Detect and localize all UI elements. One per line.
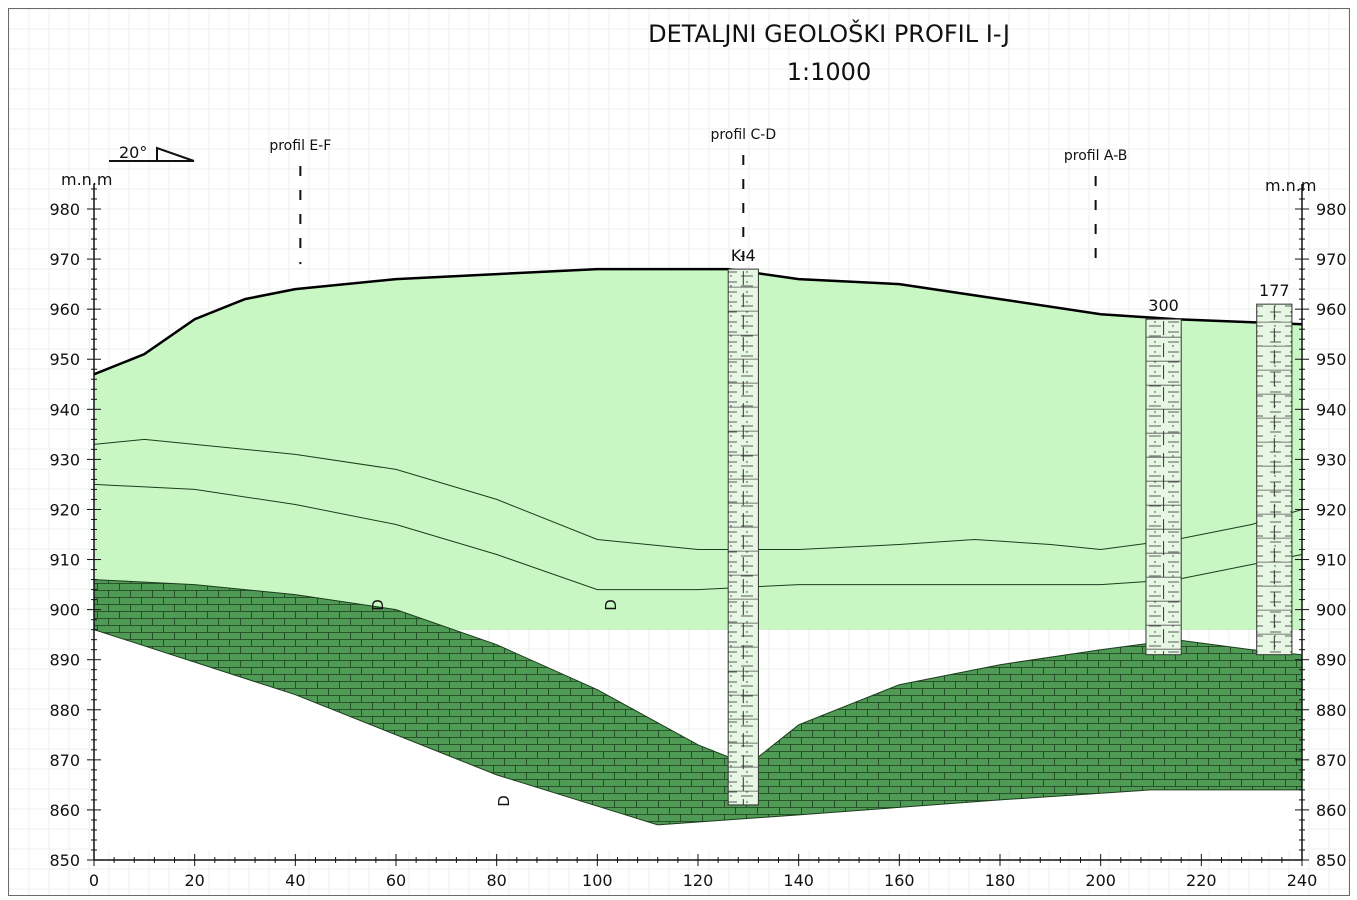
y-tick-label-left: 860 xyxy=(49,801,80,820)
y-tick-label-left: 970 xyxy=(49,250,80,269)
y-tick-label-left: 980 xyxy=(49,200,80,219)
y-tick-label-right: 880 xyxy=(1316,701,1347,720)
y-tick-label-right: 970 xyxy=(1316,250,1347,269)
y-tick-label-right: 860 xyxy=(1316,801,1347,820)
bedrock-bottom-line xyxy=(93,629,1302,826)
profile-marker-label: profil C-D xyxy=(710,127,776,143)
profile-markers: profil E-F profil C-D profil A-B xyxy=(269,127,1128,265)
y-tick-label-left: 940 xyxy=(49,400,80,419)
y-tick-label-right: 930 xyxy=(1316,450,1347,469)
svg-text:D: D xyxy=(602,599,620,611)
rock-symbols: D D D xyxy=(369,599,620,807)
svg-text:D: D xyxy=(369,599,387,611)
y-tick-label-right: 960 xyxy=(1316,300,1347,319)
borehole-label: 177 xyxy=(1259,281,1290,300)
profile-marker-label: profil A-B xyxy=(1064,148,1128,164)
x-tick-label: 140 xyxy=(783,871,814,890)
x-tick-label: 100 xyxy=(582,871,613,890)
y-tick-label-left: 950 xyxy=(49,350,80,369)
x-tick-label: 40 xyxy=(285,871,305,890)
geological-profile: K-4 300 177 0 20 40 60 80 100 120 140 160 180 200 220… xyxy=(8,8,1350,895)
y-tick-label-right: 940 xyxy=(1316,400,1347,419)
symbol-3: D xyxy=(495,795,513,807)
x-tick-label: 180 xyxy=(985,871,1016,890)
y-tick-label-right: 910 xyxy=(1316,551,1347,570)
x-tick-label: 20 xyxy=(184,871,204,890)
boreholes: K-4 300 177 xyxy=(727,246,1293,806)
symbol-2: D xyxy=(602,599,620,611)
x-tick-label: 60 xyxy=(386,871,406,890)
profile-marker: profil E-F xyxy=(269,138,331,265)
borehole-300: 300 xyxy=(1145,296,1182,656)
layer-bedrock-cover-pattern xyxy=(94,579,1302,825)
y-tick-label-right: 870 xyxy=(1316,751,1347,770)
unit-label-left: m.n.m xyxy=(61,170,112,189)
y-tick-label-left: 880 xyxy=(49,701,80,720)
symbol-1: D xyxy=(369,599,387,611)
y-tick-label-left: 890 xyxy=(49,651,80,670)
boundary-clay xyxy=(93,267,1303,376)
x-tick-label: 200 xyxy=(1085,871,1116,890)
x-tick-label: 0 xyxy=(89,871,99,890)
y-tick-label-right: 950 xyxy=(1316,350,1347,369)
y-tick-label-right: 920 xyxy=(1316,500,1347,519)
x-tick-label: 240 xyxy=(1287,871,1318,890)
y-tick-label-right: 850 xyxy=(1316,851,1347,870)
profile-title: DETALJNI GEOLOŠKI PROFIL I-J xyxy=(648,18,1010,48)
y-tick-label-left: 910 xyxy=(49,551,80,570)
svg-text:D: D xyxy=(495,795,513,807)
x-tick-label: 160 xyxy=(884,871,915,890)
x-tick-label: 80 xyxy=(486,871,506,890)
layer-clay xyxy=(94,269,1302,630)
profile-marker: profil C-D xyxy=(710,127,776,265)
borehole-K-4: K-4 xyxy=(727,246,759,806)
slope-indicator: 20° xyxy=(109,143,195,162)
y-tick-label-right: 900 xyxy=(1316,601,1347,620)
profile-marker-label: profil E-F xyxy=(269,138,331,154)
borehole-177: 177 xyxy=(1256,281,1293,656)
y-tick-label-left: 930 xyxy=(49,450,80,469)
x-tick-label: 120 xyxy=(683,871,714,890)
y-tick-label-left: 960 xyxy=(49,300,80,319)
borehole-label: 300 xyxy=(1148,296,1179,315)
unit-label-right: m.n.m xyxy=(1265,176,1316,195)
y-tick-label-left: 850 xyxy=(49,851,80,870)
profile-scale: 1:1000 xyxy=(787,58,871,86)
strata xyxy=(93,267,1303,850)
x-tick-label: 220 xyxy=(1186,871,1217,890)
slope-label: 20° xyxy=(119,143,147,162)
profile-marker: profil A-B xyxy=(1064,148,1128,265)
below-profile xyxy=(94,629,1302,850)
slope-triangle-icon xyxy=(109,146,195,162)
y-tick-label-right: 980 xyxy=(1316,200,1347,219)
y-tick-label-right: 890 xyxy=(1316,651,1347,670)
y-tick-label-left: 900 xyxy=(49,601,80,620)
y-tick-label-left: 870 xyxy=(49,751,80,770)
y-tick-label-left: 920 xyxy=(49,500,80,519)
drawing-frame: K-4 300 177 0 20 40 60 80 100 120 140 160 180 200 220… xyxy=(8,8,1350,896)
